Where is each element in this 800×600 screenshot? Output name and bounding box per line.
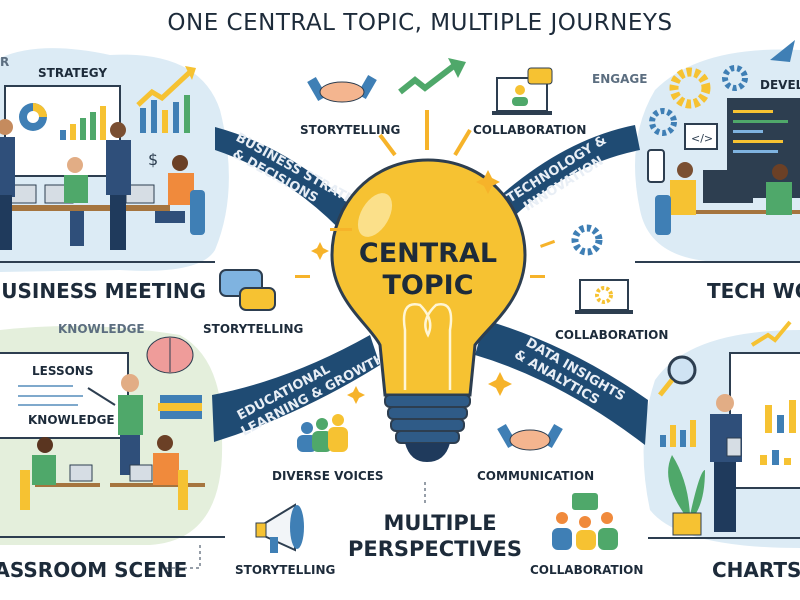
corner-label: R [0,55,9,69]
gear-icon [669,67,711,109]
education-band [212,335,380,442]
rocket-icon [770,40,795,62]
lessons-label: LESSONS [32,364,93,378]
lightbulb-icon: CENTRAL TOPIC [330,158,527,462]
developer-yellow [655,162,696,235]
presenter [710,394,742,532]
board-knowledge-label: KNOWLEDGE [28,413,115,427]
gear-icon [722,65,748,91]
chat-bubbles-icon [219,269,276,311]
person-seated-orange [155,155,205,235]
person-standing [0,119,15,250]
video-call-icon [492,67,553,115]
multiple-perspectives-line1: MULTIPLE [383,511,496,535]
trend-arrow-icon [750,320,792,347]
developer-green [766,164,792,215]
collaboration-label: COLLABORATION [555,328,668,342]
collaboration-label: COLLABORATION [473,123,586,137]
business-meeting-illustration: R STRATEGY $ BUSINESS MEETING [0,55,215,303]
multiple-perspectives-line2: PERSPECTIVES [348,537,522,561]
gear-icon [571,224,603,256]
handshake-icon [307,74,377,103]
gear-icon [649,108,677,136]
storytelling-label: STORYTELLING [203,322,303,336]
business-meeting-title: BUSINESS MEETING [0,279,206,303]
communication-label: COMMUNICATION [477,469,594,483]
code-bubble-icon [684,123,718,150]
student-green [20,437,56,510]
charts-illustration: CHARTS & [648,320,800,582]
student-orange [153,435,188,510]
megaphone-icon [255,503,304,553]
storytelling-label: STORYTELLING [300,123,400,137]
brain-icon [146,336,194,374]
growth-arrow-icon [136,70,192,107]
tech-workspace-illustration: ENGAGE DEVELO </> TECH WOR [592,40,800,303]
page-title: ONE CENTRAL TOPIC, MULTIPLE JOURNEYS [167,10,672,36]
diverse-people-icon [297,414,348,452]
desktop-monitor [703,170,753,203]
classroom-scene-title: CLASSROOM SCENE [0,558,187,582]
knowledge-label: KNOWLEDGE [58,322,145,336]
develop-label: DEVELO [760,78,800,92]
classroom-illustration: KNOWLEDGE LESSONS KNOWLEDGE CLASSROOM SC… [0,322,225,582]
sparkle-icons [295,110,556,404]
plant-icon [668,455,705,536]
phone-icon [647,149,665,183]
engage-label: ENGAGE [592,72,647,86]
diverse-voices-label: DIVERSE VOICES [272,469,384,483]
collaboration-label: COLLABORATION [530,563,643,577]
handshake-icon [497,423,563,451]
laptop-gear-icon [575,279,633,314]
central-topic-line2: TOPIC [382,270,473,301]
person-presenting [106,122,131,250]
tech-band [490,125,640,225]
business-band [215,127,370,240]
team-chat-icon [552,493,618,550]
meeting-table [0,205,170,211]
central-topic-line1: CENTRAL [359,238,497,269]
dollar-icon: $ [148,150,158,169]
storytelling-label: STORYTELLING [235,563,335,577]
charts-title: CHARTS & [712,558,800,582]
magnifier-icon [667,355,697,385]
data-band [475,320,648,445]
person-seated-green [64,157,88,246]
books-icon [158,395,202,419]
growth-arrow-icon [398,62,457,95]
tech-workspace-title: TECH WOR [707,279,800,303]
svg-text:</>: </> [691,132,713,145]
strategy-label: STRATEGY [38,66,107,80]
